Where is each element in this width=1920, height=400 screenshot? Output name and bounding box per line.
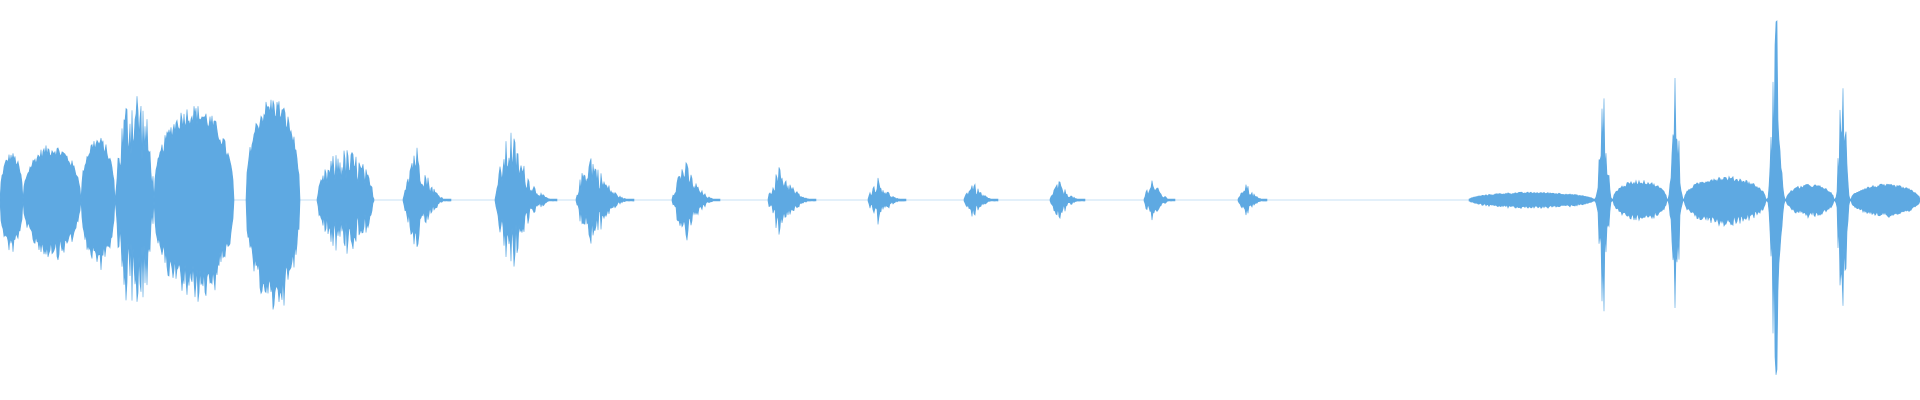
waveform-segment [316,150,375,254]
waveform-segment [1850,183,1920,218]
waveform-segment [494,132,558,267]
waveform-segment [80,137,116,271]
waveform-segment [153,106,235,302]
waveform-segment [0,153,24,252]
waveform-segment [1049,181,1086,220]
waveform-segment [1765,20,1787,375]
waveform-segment [671,161,721,241]
waveform-segment [867,177,907,225]
waveform-segment [1593,98,1614,312]
waveform-segment [767,167,817,235]
waveform-segment [245,99,301,310]
waveform-segment [1468,191,1595,210]
waveform-segment [1612,179,1668,222]
waveform-segment [402,147,452,248]
waveform-segment [1666,77,1685,309]
waveform-segment [22,145,82,261]
waveform-segment [575,158,635,244]
waveform-segment [1237,184,1268,216]
waveform-segment [1833,88,1852,306]
waveform-segment [1143,180,1176,221]
waveform-segment [1785,183,1835,219]
waveform-segment [114,96,155,302]
waveform-segment [963,183,999,217]
waveform-segment [1683,175,1767,228]
